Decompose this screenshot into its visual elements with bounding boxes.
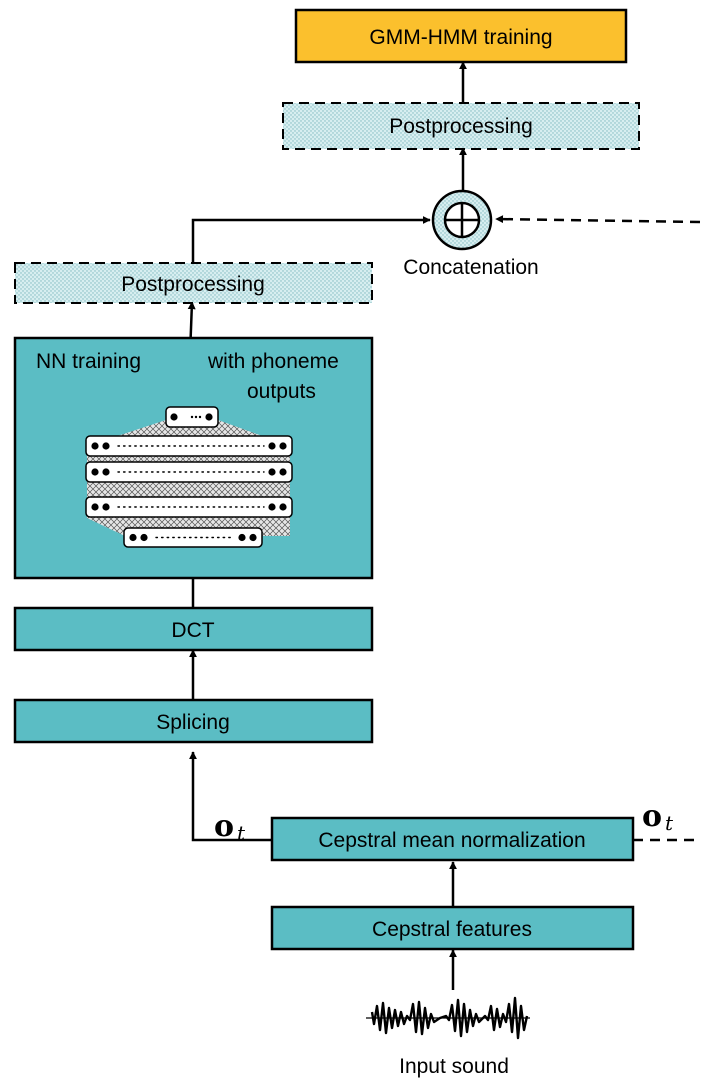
- svg-text:o: o: [642, 799, 662, 834]
- svg-text:t: t: [665, 811, 674, 835]
- concatenation-node: [431, 189, 493, 251]
- ot-right-label: o t: [642, 799, 674, 835]
- postprocessing-left-label: Postprocessing: [121, 273, 265, 296]
- waveform-icon: [366, 996, 530, 1040]
- splicing-box: Splicing: [13, 698, 374, 744]
- postprocessing-left-box: Postprocessing: [14, 262, 373, 304]
- postprocessing-top-label: Postprocessing: [389, 115, 533, 138]
- cepstral-features-label: Cepstral features: [372, 918, 532, 941]
- neural-network-icon: [85, 406, 293, 548]
- cepstral-features-box: Cepstral features: [270, 905, 635, 951]
- gmm-hmm-label: GMM-HMM training: [369, 26, 552, 49]
- nn-phoneme-label-2: outputs: [247, 380, 316, 403]
- input-sound-label: Input sound: [399, 1055, 509, 1078]
- nn-training-label: NN training: [36, 350, 141, 373]
- nn-training-box: NN training with phoneme outputs: [13, 336, 374, 580]
- ot-left-label: o t: [214, 809, 246, 845]
- dct-label: DCT: [171, 619, 214, 642]
- splicing-label: Splicing: [156, 711, 230, 734]
- gmm-hmm-box: GMM-HMM training: [294, 8, 628, 64]
- arrow-dashed-to-concat: [495, 215, 701, 224]
- dct-box: DCT: [13, 606, 374, 652]
- nn-phoneme-label-1: with phoneme: [207, 350, 339, 373]
- arrow-left-post-to-concat: [191, 216, 431, 262]
- svg-text:t: t: [237, 821, 246, 845]
- svg-text:o: o: [214, 809, 234, 844]
- concatenation-label: Concatenation: [403, 256, 538, 279]
- cmn-box: Cepstral mean normalization: [270, 816, 635, 862]
- arrow-cmn-to-splicing: [189, 751, 272, 842]
- postprocessing-top-box: Postprocessing: [282, 102, 640, 150]
- cmn-label: Cepstral mean normalization: [318, 829, 585, 852]
